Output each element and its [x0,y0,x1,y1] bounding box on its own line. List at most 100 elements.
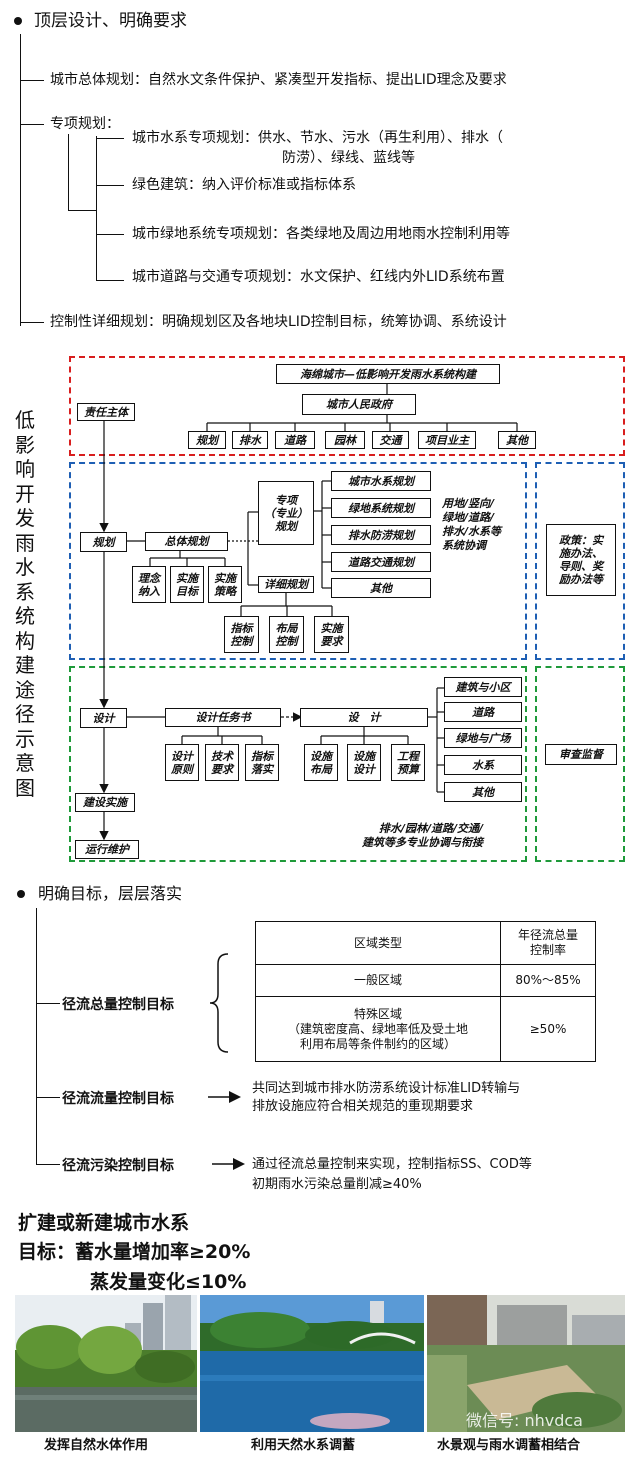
table-header-rate: 年径流总量 控制率 [500,921,596,965]
design-item-water: 水系 [444,755,522,775]
design-item-other: 其他 [444,782,522,802]
caption-1: 发挥自然水体作用 [44,1438,149,1453]
water-system-plan-cont: 防涝）、绿线、蓝线等 [282,150,415,166]
gov-box: 城市人民政府 [302,394,416,415]
detail-child-layout: 布局 控制 [269,616,304,653]
dept-traffic: 交通 [372,431,409,449]
detail-plan-box: 详细规划 [258,576,314,593]
special-road-traffic: 道路交通规划 [331,552,431,572]
table-cell: 80%～85% [500,964,596,997]
bullet-dot [17,890,25,898]
sub-trunk [96,136,97,280]
stage-responsibility: 责任主体 [77,403,135,421]
design-box: 设 计 [300,708,428,727]
branch-line [96,185,124,186]
policy-zone [535,462,625,660]
goal-pollution: 径流污染控制目标 [62,1158,174,1174]
pollution-text: 通过径流总量控制来实现，控制指标SS、COD等 初期雨水污染总量削减≥40% [252,1157,532,1192]
task-child-index: 指标 落实 [245,744,279,781]
detailed-control-plan: 控制性详细规划：明确规划区及各地块LID控制目标，统筹协调、系统设计 [50,314,507,330]
table-cell: 特殊区域 （建筑密度高、绿地率低及受土地 利用布局等条件制约的区域） [255,996,501,1062]
special-plan-box: 专项 （专业） 规划 [258,481,314,545]
goal-connectors [208,953,245,1170]
branch-line [96,280,124,281]
dept-other: 其他 [498,431,536,449]
special-drainage: 排水防涝规划 [331,525,431,545]
diagram-vertical-title: 低 影 响 开 发 雨 水 系 统 构 建 途 径 示 意 图 [15,408,35,800]
goal-branch [36,1164,60,1165]
branch-line [20,124,44,125]
road-traffic-plan: 城市道路与交通专项规划：水文保护、红线内外LID系统布置 [132,269,505,285]
planning-zone [69,462,527,660]
sub-trunk [68,134,69,210]
water-system-plan: 城市水系专项规划：供水、节水、污水（再生利用）、排水（ [132,130,503,146]
design-child-budget: 工程 预算 [391,744,425,781]
table-cell: ≥50% [500,996,596,1062]
detail-child-index: 指标 控制 [224,616,259,653]
goal-trunk [36,908,37,1164]
goal-branch [36,1097,60,1098]
stage-operation: 运行维护 [75,840,139,859]
table-header-region: 区域类型 [255,921,501,965]
special-water-system: 城市水系规划 [331,471,431,491]
design-child-design: 设施 设计 [347,744,381,781]
branch-line [96,234,124,235]
dept-drainage: 排水 [232,431,268,449]
review-box: 审查监督 [545,744,617,765]
table-cell: 一般区域 [255,964,501,997]
stage-construction: 建设实施 [75,793,135,812]
branch-line [96,138,124,139]
diagram-connectors [99,384,518,841]
peak-flow-text: 共同达到城市排水防涝系统设计标准LID转输与 排放设施应符合相关规范的重现期要求 [252,1081,521,1114]
detail-child-requirement: 实施 要求 [314,616,349,653]
overall-child-strategy: 实施 策略 [208,566,242,603]
water-target-evaporation: 蒸发量变化≤10% [90,1271,247,1293]
photo-natural-river [200,1295,424,1432]
dept-road: 道路 [275,431,315,449]
water-target-storage: 目标：蓄水量增加率≥20% [18,1241,251,1263]
task-child-principle: 设计 原则 [165,744,199,781]
goal-total-volume: 径流总量控制目标 [62,997,174,1013]
photo-natural-water [15,1295,197,1432]
design-item-building: 建筑与小区 [444,677,522,697]
section1-title: 顶层设计、明确要求 [34,11,187,31]
goal-branch [36,1003,60,1004]
design-coordination-note: 排水/园林/道路/交通/ 建筑等多专业协调与衔接 [362,822,483,849]
stage-planning: 规划 [80,532,127,552]
task-child-technical: 技术 要求 [205,744,239,781]
special-plan-label: 专项规划： [50,116,120,132]
special-other: 其他 [331,578,431,598]
branch-line [20,322,44,323]
caption-3: 水景观与雨水调蓄相结合 [437,1438,581,1453]
green-building: 绿色建筑：纳入评价标准或指标体系 [132,177,356,193]
tree-trunk [20,34,21,326]
coordination-note: 用地/竖向/ 绿地/道路/ 排水/水系等 系统协调 [442,497,502,552]
caption-2: 利用天然水系调蓄 [251,1438,356,1453]
branch-line [20,80,44,81]
dept-planning: 规划 [188,431,226,449]
responsibility-zone [69,356,625,456]
dept-owner: 项目业主 [418,431,476,449]
dept-garden: 园林 [325,431,365,449]
overall-child-target: 实施 目标 [170,566,204,603]
design-item-green: 绿地与广场 [444,728,522,748]
city-master-plan: 城市总体规划：自然水文条件保护、紧凑型开发指标、提出LID理念及要求 [50,72,507,88]
review-zone [535,666,625,862]
design-task-box: 设计任务书 [165,708,281,727]
section2-title: 明确目标，层层落实 [38,884,183,903]
bullet-dot [14,17,22,25]
goal-peak-flow: 径流流量控制目标 [62,1091,174,1107]
water-system-heading: 扩建或新建城市水系 [18,1212,190,1234]
policy-box: 政策：实 施办法、 导则、奖 励办法等 [546,524,616,596]
overall-plan-box: 总体规划 [145,532,228,551]
photo-landscape-storage [427,1295,625,1432]
stage-design: 设计 [80,708,127,728]
overall-child-concept: 理念 纳入 [132,566,166,603]
design-child-layout: 设施 布局 [304,744,338,781]
special-green-system: 绿地系统规划 [331,498,431,518]
design-zone [69,666,527,862]
watermark: 微信号: nhvdca [466,1411,583,1430]
runoff-control-table: 区域类型 年径流总量 控制率 一般区域 80%～85% 特殊区域 （建筑密度高、… [255,921,596,1062]
green-space-plan: 城市绿地系统专项规划：各类绿地及周边用地雨水控制利用等 [132,226,510,242]
diagram-top-title: 海绵城市—低影响开发雨水系统构建 [276,364,500,384]
